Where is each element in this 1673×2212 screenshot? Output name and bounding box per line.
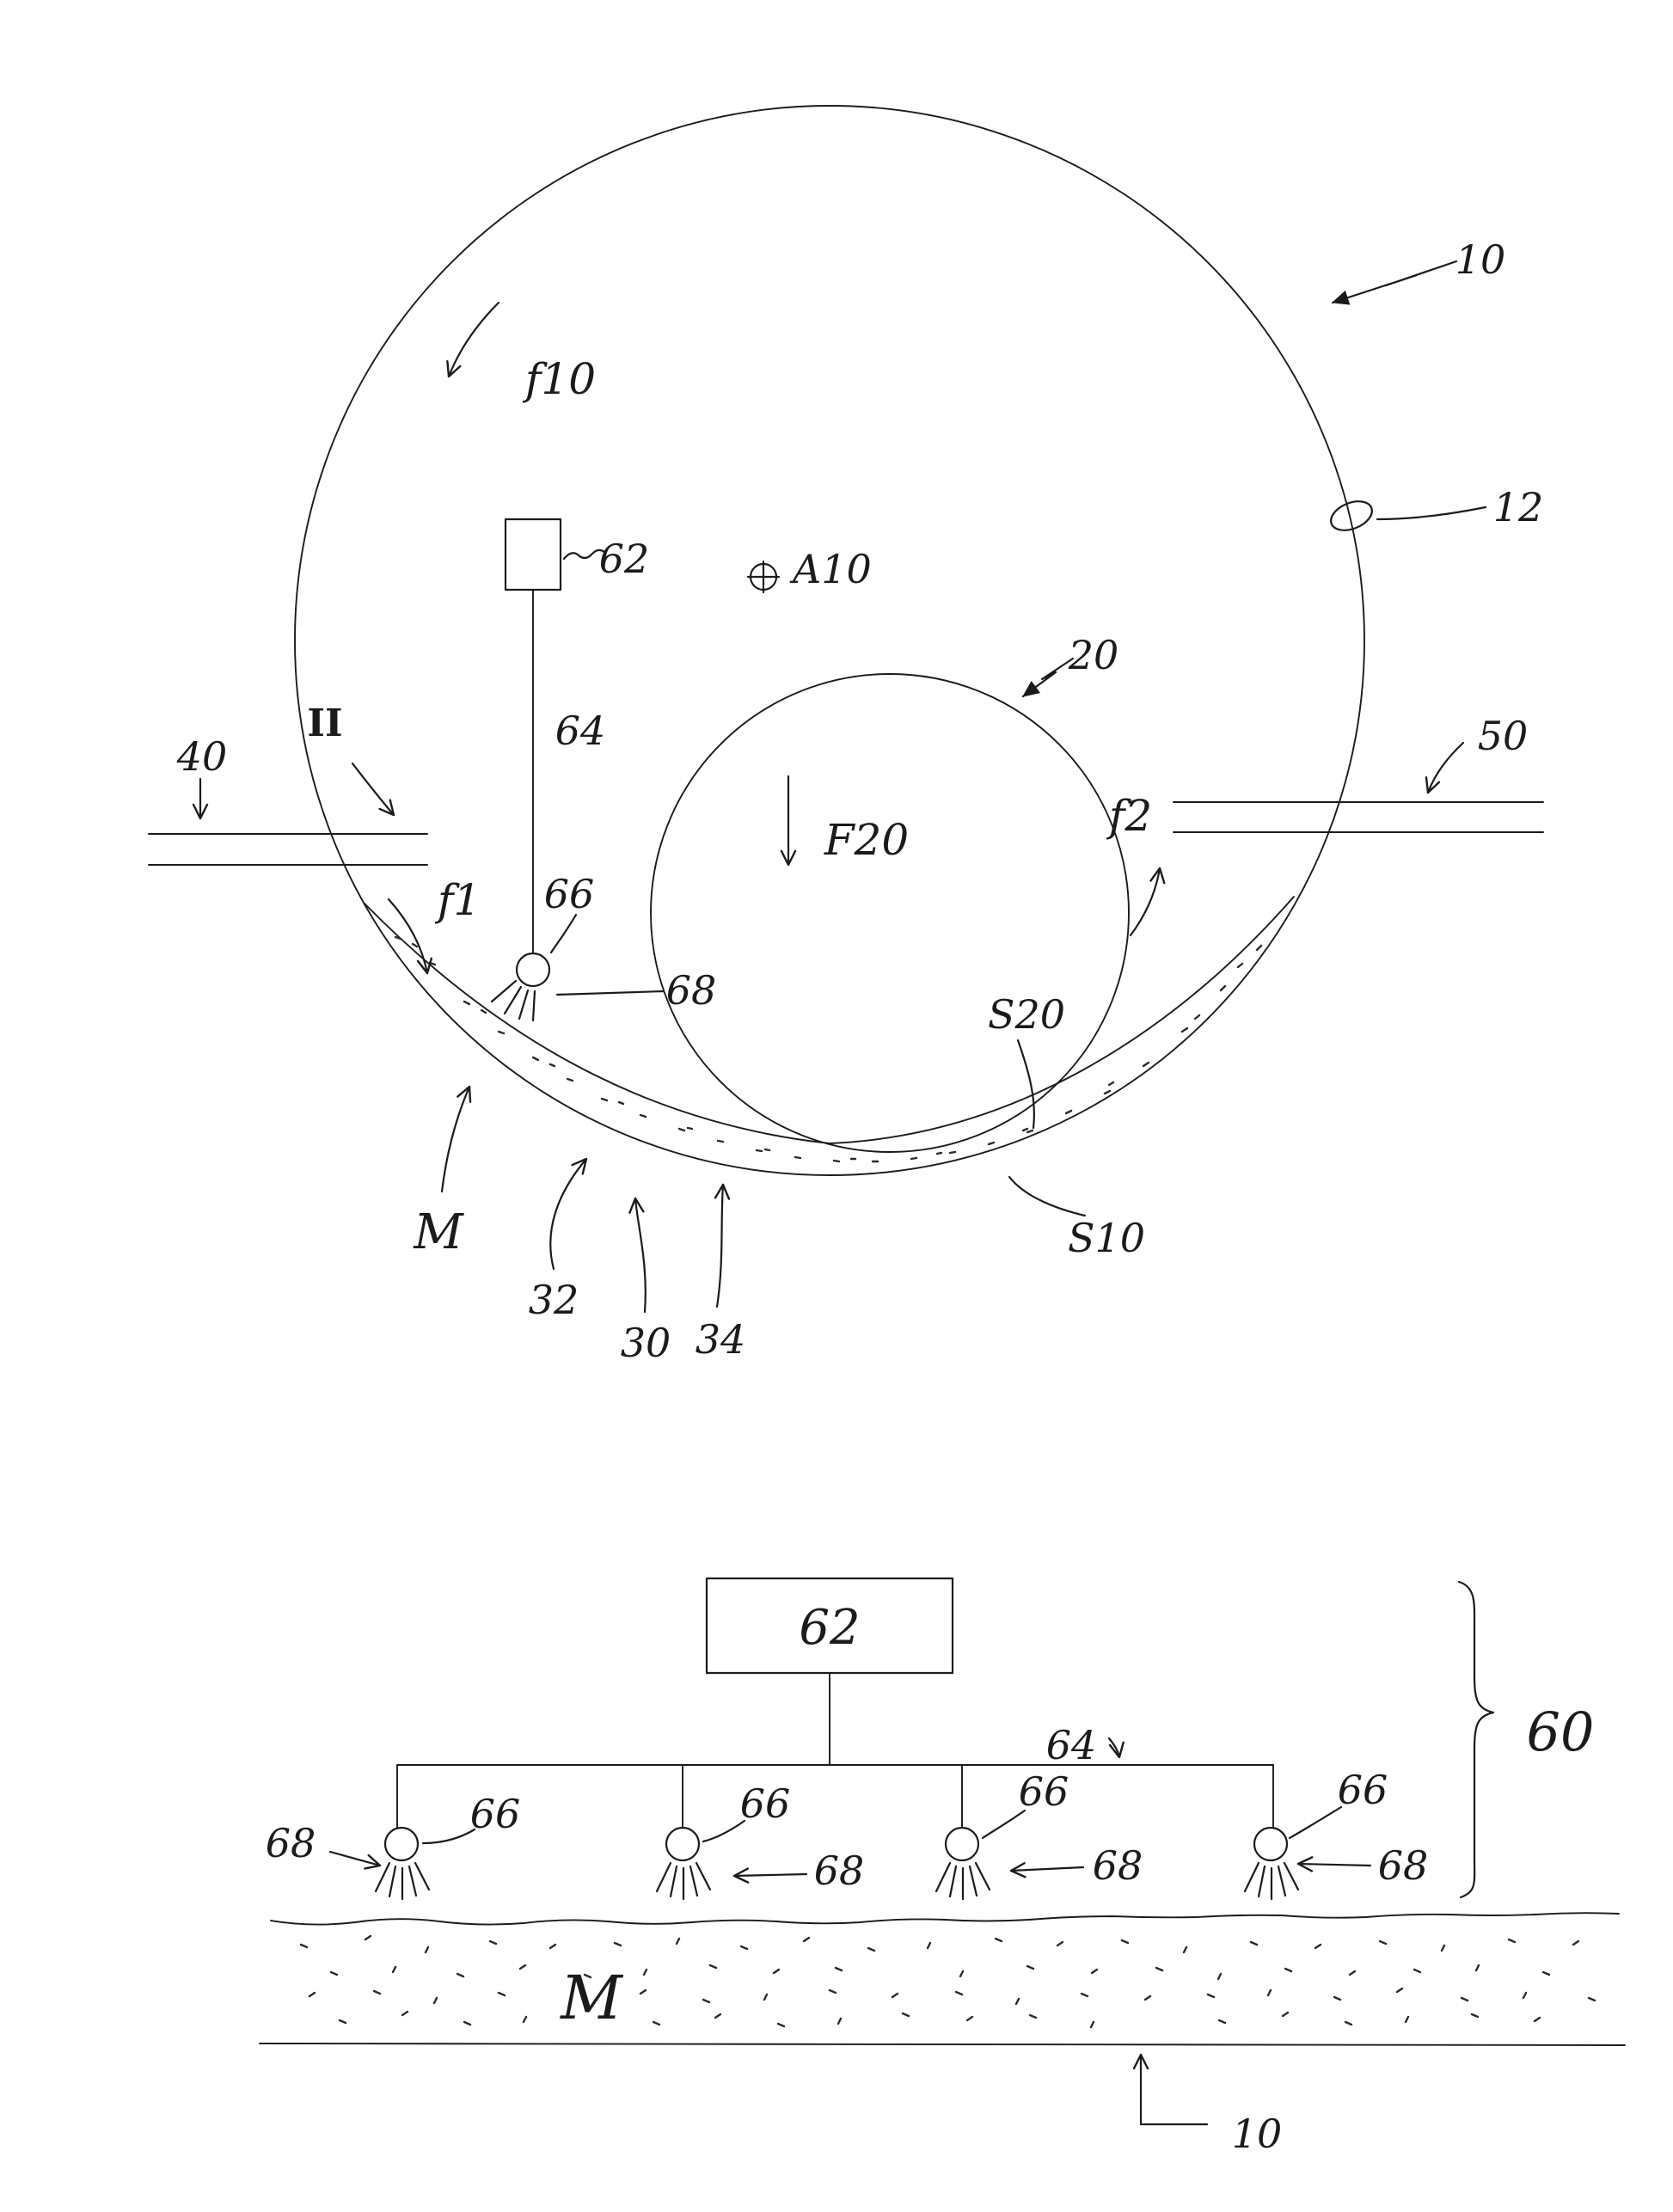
label-ref64-bottom: 64 — [1046, 1722, 1097, 1768]
label-ref34: 34 — [696, 1316, 746, 1363]
nozzle-circle-3 — [944, 1826, 980, 1862]
roller-arrow — [1021, 657, 1075, 698]
rotation-arrow-f10 — [446, 301, 500, 378]
label-ref40: 40 — [176, 733, 228, 780]
label-m-top: M — [413, 1204, 464, 1260]
spray-arrow-1 — [328, 1850, 382, 1870]
flow-arrow-f1 — [387, 898, 432, 975]
label-s10: S10 — [1068, 1215, 1145, 1261]
label-s20: S20 — [988, 991, 1065, 1038]
nozzle-leader-top — [549, 913, 578, 954]
label-nozzle-3: 66 — [1019, 1768, 1069, 1815]
label-m-bottom: M — [559, 1963, 624, 2033]
label-ref32: 32 — [529, 1277, 579, 1323]
flow-arrow-f2 — [1129, 867, 1166, 937]
label-ref64-top: 64 — [555, 708, 606, 754]
label-ref60: 60 — [1527, 1700, 1595, 1763]
label-ref62-top: 62 — [599, 536, 650, 582]
label-spray-1: 68 — [266, 1820, 316, 1866]
nozzle-spray-top — [490, 979, 536, 1022]
nozzle-circle-top — [515, 952, 551, 988]
nozzle-circle-1 — [383, 1826, 420, 1862]
label-f20: F20 — [824, 815, 909, 865]
controller-box — [504, 518, 562, 591]
ref10-elbow-arrow — [1132, 2053, 1209, 2126]
nozzle-circle-2 — [665, 1826, 701, 1862]
label-a10: A10 — [789, 546, 872, 592]
drum-arrow — [1331, 260, 1458, 305]
nozzle-spray-4 — [1243, 1861, 1300, 1901]
material-top-wavy-line — [270, 1912, 1620, 1926]
label-f1: f1 — [434, 875, 481, 925]
spray-arrow-4 — [1296, 1856, 1372, 1872]
material-band-speckles — [394, 935, 1263, 1163]
label-f10: f10 — [522, 354, 596, 404]
ref34-leader — [714, 1183, 731, 1308]
label-ref50: 50 — [1478, 713, 1529, 759]
nozzle-leader-2 — [702, 1819, 746, 1843]
label-spray-4: 68 — [1378, 1842, 1429, 1889]
nozzle-spray-2 — [655, 1861, 712, 1901]
label-spray-2: 68 — [814, 1847, 865, 1894]
shell-leader-loop — [1330, 500, 1373, 531]
axis-symbol — [746, 560, 781, 594]
label-ref66-top: 66 — [544, 871, 595, 917]
nozzle-spray-3 — [935, 1861, 991, 1901]
nozzle-spray-1 — [374, 1861, 431, 1901]
nozzle-leader-3 — [981, 1809, 1026, 1840]
label-ref68-top: 68 — [666, 967, 717, 1014]
label-ref20: 20 — [1068, 632, 1119, 678]
label-nozzle-2: 66 — [740, 1780, 791, 1827]
material-speckles-bottom — [299, 1934, 1596, 2029]
s20-leader — [1016, 1039, 1035, 1130]
roller-circle — [650, 673, 1130, 1153]
figure-spray-system: 62 64 — [259, 1577, 1626, 2157]
label-ref10-top: 10 — [1455, 236, 1506, 283]
label-nozzle-4: 66 — [1338, 1767, 1388, 1813]
s10-leader — [1008, 1175, 1087, 1217]
material-arrow — [440, 1085, 472, 1193]
section-arrow — [351, 762, 395, 817]
label-spray-3: 68 — [1093, 1842, 1143, 1889]
ref30-leader — [628, 1197, 647, 1314]
label-ref10-bottom: 10 — [1232, 2111, 1283, 2157]
material-bottom-line — [259, 2043, 1626, 2046]
label-ref62-bottom: 62 — [799, 1600, 860, 1656]
nozzle-leader-4 — [1288, 1805, 1343, 1840]
shell-leader — [1376, 506, 1487, 521]
ref32-leader — [549, 1157, 588, 1271]
system-brace — [1457, 1580, 1495, 1899]
nozzle-leader-1 — [421, 1828, 476, 1845]
label-ref12: 12 — [1493, 484, 1544, 530]
ref64-leader — [1107, 1737, 1125, 1759]
label-nozzle-1: 66 — [470, 1791, 521, 1837]
drum-circle — [294, 105, 1365, 1176]
label-section-ii: II — [307, 702, 342, 745]
nozzle-circle-4 — [1253, 1826, 1289, 1862]
ref50-arrow — [1425, 741, 1465, 794]
spray-arrow-3 — [1009, 1862, 1085, 1878]
figure-drum-cross-section: 62 64 66 68 A10 F20 20 f10 — [148, 105, 1544, 1366]
controller-leader — [562, 548, 606, 561]
label-f2: f2 — [1106, 791, 1152, 841]
spray-leader-top — [555, 990, 665, 996]
spray-arrow-2 — [732, 1867, 808, 1884]
material-band-inner-edge — [364, 896, 1295, 1144]
label-ref30: 30 — [621, 1320, 671, 1366]
